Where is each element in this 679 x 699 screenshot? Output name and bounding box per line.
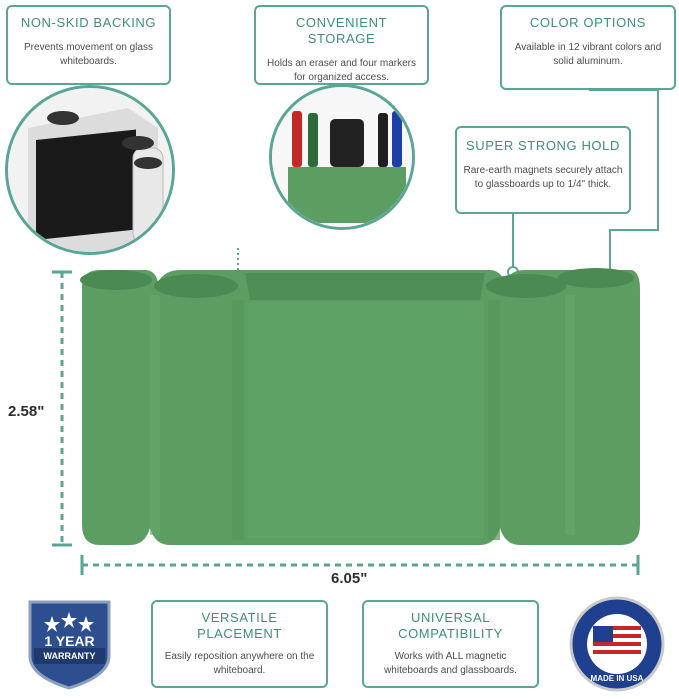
warranty-years: 1 YEAR (44, 633, 95, 649)
height-label: 2.58" (8, 403, 45, 420)
callout-title: SUPER STRONG HOLD (466, 138, 620, 153)
us-flag-icon (593, 626, 641, 658)
callout-non-skid: NON-SKID BACKING Prevents movement on gl… (6, 5, 171, 85)
dimension-lines (60, 272, 638, 567)
made-in-usa-badge: MADE IN USA (569, 596, 665, 692)
warranty-text: WARRANTY (43, 651, 96, 661)
callout-title: VERSATILE PLACEMENT (197, 610, 282, 641)
callout-color-options: COLOR OPTIONS Available in 12 vibrant co… (500, 5, 676, 90)
storage-detail-image (269, 84, 415, 230)
star-icons (44, 612, 94, 632)
callout-title: CONVENIENT STORAGE (295, 15, 388, 46)
callout-convenient-storage: CONVENIENT STORAGE Holds an eraser and f… (254, 5, 429, 85)
warranty-badge: 1 YEAR WARRANTY (22, 596, 117, 691)
callout-title: COLOR OPTIONS (529, 15, 647, 30)
callout-desc: Easily reposition anywhere on the whiteb… (164, 651, 315, 676)
callout-desc: Holds an eraser and four markers for org… (267, 58, 416, 83)
callout-universal-compatibility: UNIVERSAL COMPATIBILITY Works with ALL m… (362, 600, 539, 688)
made-in-usa-text: MADE IN USA (590, 674, 644, 683)
callout-versatile-placement: VERSATILE PLACEMENT Easily reposition an… (151, 600, 328, 688)
callout-title: NON-SKID BACKING (20, 15, 157, 30)
callout-super-strong-hold: SUPER STRONG HOLD Rare-earth magnets sec… (455, 126, 631, 214)
connector-color-options (589, 89, 659, 316)
callout-desc: Available in 12 vibrant colors and solid… (514, 42, 662, 67)
callout-desc: Prevents movement on glass whiteboards. (24, 42, 153, 67)
width-label: 6.05" (331, 570, 368, 587)
marker-holder-body (80, 268, 640, 545)
callout-desc: Works with ALL magnetic whiteboards and … (384, 651, 517, 676)
callout-title: UNIVERSAL COMPATIBILITY (398, 610, 503, 641)
backing-detail-image (5, 85, 175, 255)
callout-desc: Rare-earth magnets securely attach to gl… (463, 165, 623, 190)
